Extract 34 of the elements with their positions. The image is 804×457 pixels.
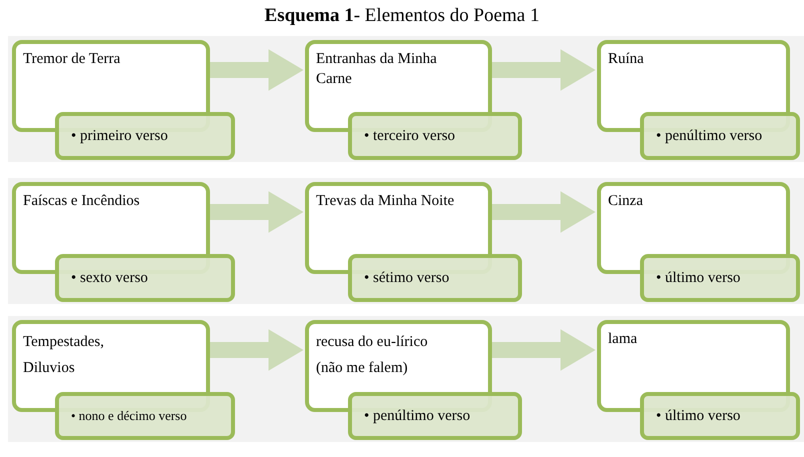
verse-label: • penúltimo verso	[364, 407, 470, 425]
detail-box	[348, 112, 522, 160]
verse-label: • primeiro verso	[71, 127, 168, 145]
verse-label: • sexto verso	[71, 269, 148, 287]
detail-box	[640, 392, 800, 440]
concept-label: Tempestades, Diluvios	[23, 333, 106, 378]
detail-box	[55, 392, 235, 440]
detail-box	[640, 112, 800, 160]
concept-label: recusa do eu-lírico (não me falem)	[316, 333, 429, 378]
concept-label: lama	[608, 330, 638, 349]
block-arrow	[210, 329, 304, 371]
diagram-title: Esquema 1- Elementos do Poema 1	[264, 4, 540, 28]
verse-label: • nono e décimo verso	[71, 407, 187, 425]
concept-label: Cinza	[608, 192, 644, 211]
block-arrow	[210, 191, 304, 233]
block-arrow	[492, 49, 596, 91]
detail-box	[348, 392, 522, 440]
verse-label: • penúltimo verso	[656, 127, 762, 145]
detail-box	[55, 254, 235, 302]
concept-label: Faíscas e Incêndios	[23, 192, 141, 211]
verse-label: • último verso	[656, 269, 740, 287]
block-arrow	[492, 191, 596, 233]
detail-box	[640, 254, 800, 302]
concept-label: Tremor de Terra	[23, 50, 122, 69]
block-arrow	[492, 329, 596, 371]
concept-label: Entranhas da Minha Carne	[316, 50, 438, 89]
verse-label: • terceiro verso	[364, 127, 456, 145]
concept-label: Trevas da Minha Noite	[316, 192, 456, 211]
verse-label: • último verso	[656, 407, 740, 425]
concept-label: Ruína	[608, 50, 645, 69]
detail-box	[348, 254, 522, 302]
detail-box	[55, 112, 235, 160]
block-arrow	[210, 49, 304, 91]
verse-label: • sétimo verso	[364, 269, 450, 287]
